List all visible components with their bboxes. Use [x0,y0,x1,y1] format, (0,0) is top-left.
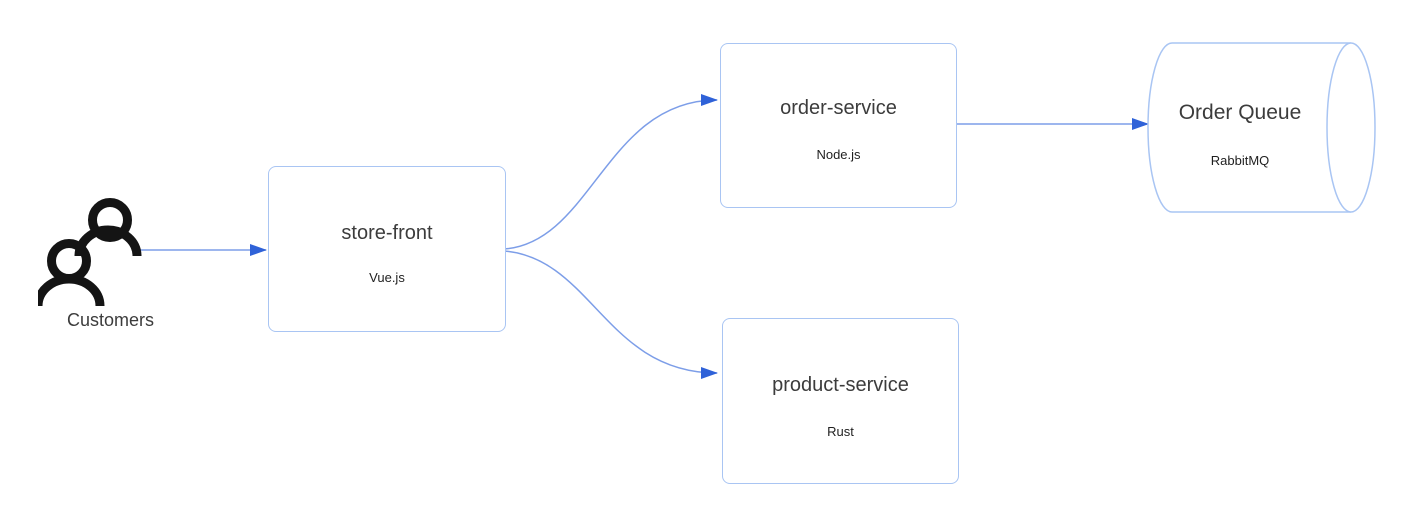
store-front-node: store-front Vue.js [268,166,506,332]
product-service-node: product-service Rust [722,318,959,484]
order-service-title: order-service [780,97,897,119]
customers-label: Customers [66,310,155,330]
order-service-node: order-service Node.js [720,43,957,208]
customers-node: Customers [38,198,168,338]
product-service-title: product-service [772,374,909,396]
order-service-subtitle: Node.js [816,147,861,162]
order-queue-subtitle: RabbitMQ [1210,153,1270,168]
edge-store-front-to-product-service [503,250,718,379]
order-queue-node: Order Queue RabbitMQ [1140,40,1380,220]
edge-store-front-to-order-service [503,94,718,250]
cylinder-shape [1147,42,1376,213]
product-service-subtitle: Rust [827,424,854,439]
people-icon [38,198,142,307]
store-front-subtitle: Vue.js [369,270,405,285]
order-queue-title: Order Queue [1178,101,1302,124]
store-front-title: store-front [341,222,433,244]
